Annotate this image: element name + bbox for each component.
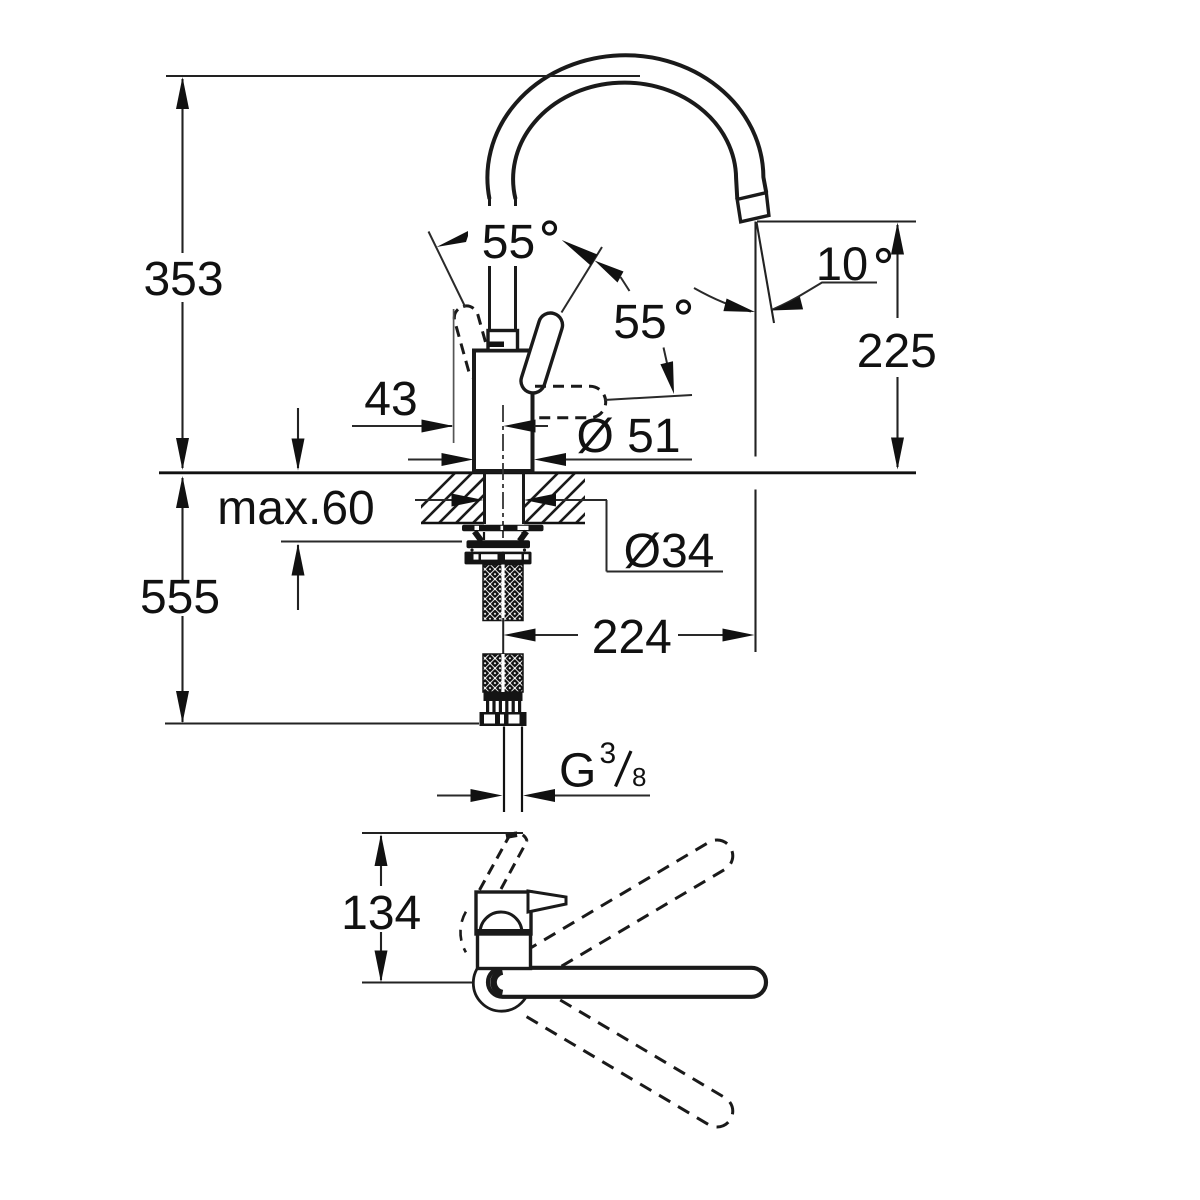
svg-text:8: 8 <box>632 762 646 792</box>
svg-text:3: 3 <box>600 737 617 770</box>
svg-text:10: 10 <box>816 237 868 290</box>
svg-text:134: 134 <box>341 887 421 940</box>
svg-text:55: 55 <box>482 216 535 269</box>
svg-text:55: 55 <box>613 296 666 349</box>
svg-text:353: 353 <box>143 253 223 306</box>
svg-text:225: 225 <box>857 325 937 378</box>
svg-text:G: G <box>559 745 596 798</box>
svg-text:Ø 51: Ø 51 <box>576 410 680 463</box>
svg-text:43: 43 <box>364 373 417 426</box>
svg-text:224: 224 <box>592 611 672 664</box>
svg-text:Ø34: Ø34 <box>624 525 715 578</box>
svg-text:555: 555 <box>140 571 220 624</box>
svg-text:max.60: max.60 <box>217 482 374 535</box>
